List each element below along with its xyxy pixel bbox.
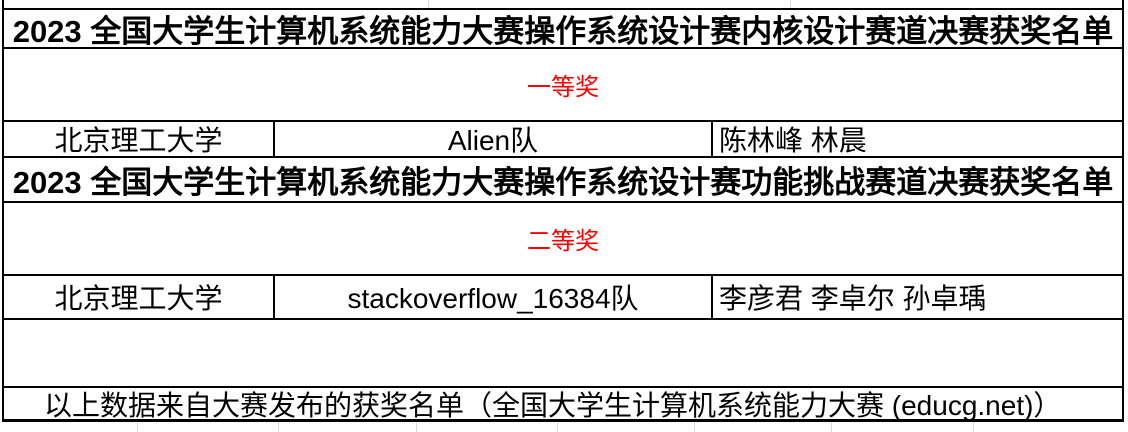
second-prize-row: 二等奖 <box>4 203 1122 276</box>
kernel-track-header-row: 2023 全国大学生计算机系统能力大赛操作系统设计赛内核设计赛道决赛获奖名单 <box>4 10 1122 49</box>
bottom-gridline <box>137 423 138 432</box>
kernel-winner-team-cell: Alien队 <box>273 122 711 156</box>
kernel-winner-members-cell: 陈林峰 林晨 <box>711 122 1122 156</box>
functional-track-header-text: 2023 全国大学生计算机系统能力大赛操作系统设计赛功能挑战赛道决赛获奖名单 <box>12 165 1114 200</box>
functional-winner-row: 北京理工大学 stackoverflow_16384队 李彦君 李卓尔 孙卓瑀 <box>4 276 1122 320</box>
functional-winner-members-cell: 李彦君 李卓尔 孙卓瑀 <box>711 276 1122 318</box>
kernel-winner-row: 北京理工大学 Alien队 陈林峰 林晨 <box>4 122 1122 158</box>
bottom-gridline <box>557 423 558 432</box>
second-prize-label: 二等奖 <box>527 228 599 255</box>
first-prize-label: 一等奖 <box>527 74 599 101</box>
bottom-gridline <box>694 423 695 432</box>
first-prize-row: 一等奖 <box>4 49 1122 122</box>
kernel-track-header-text: 2023 全国大学生计算机系统能力大赛操作系统设计赛内核设计赛道决赛获奖名单 <box>12 14 1114 49</box>
top-gridline <box>790 0 791 8</box>
left-border-stub <box>2 0 4 8</box>
empty-row <box>4 320 1122 388</box>
right-border-stub <box>1122 0 1124 8</box>
functional-winner-school-cell: 北京理工大学 <box>54 283 223 314</box>
top-gridline <box>428 0 429 8</box>
bottom-gridline <box>278 423 279 432</box>
source-note-text: 以上数据来自大赛发布的获奖名单（全国大学生计算机系统能力大赛 (educg.ne… <box>44 389 1062 420</box>
functional-winner-team-cell: stackoverflow_16384队 <box>273 276 711 318</box>
source-note-row: 以上数据来自大赛发布的获奖名单（全国大学生计算机系统能力大赛 (educg.ne… <box>4 388 1122 420</box>
award-table: 2023 全国大学生计算机系统能力大赛操作系统设计赛内核设计赛道决赛获奖名单 一… <box>2 8 1124 422</box>
kernel-winner-school-cell: 北京理工大学 <box>54 125 223 156</box>
functional-track-header-row: 2023 全国大学生计算机系统能力大赛操作系统设计赛功能挑战赛道决赛获奖名单 <box>4 158 1122 203</box>
bottom-gridline <box>831 423 832 432</box>
bottom-gridline <box>416 423 417 432</box>
bottom-gridline <box>973 423 974 432</box>
